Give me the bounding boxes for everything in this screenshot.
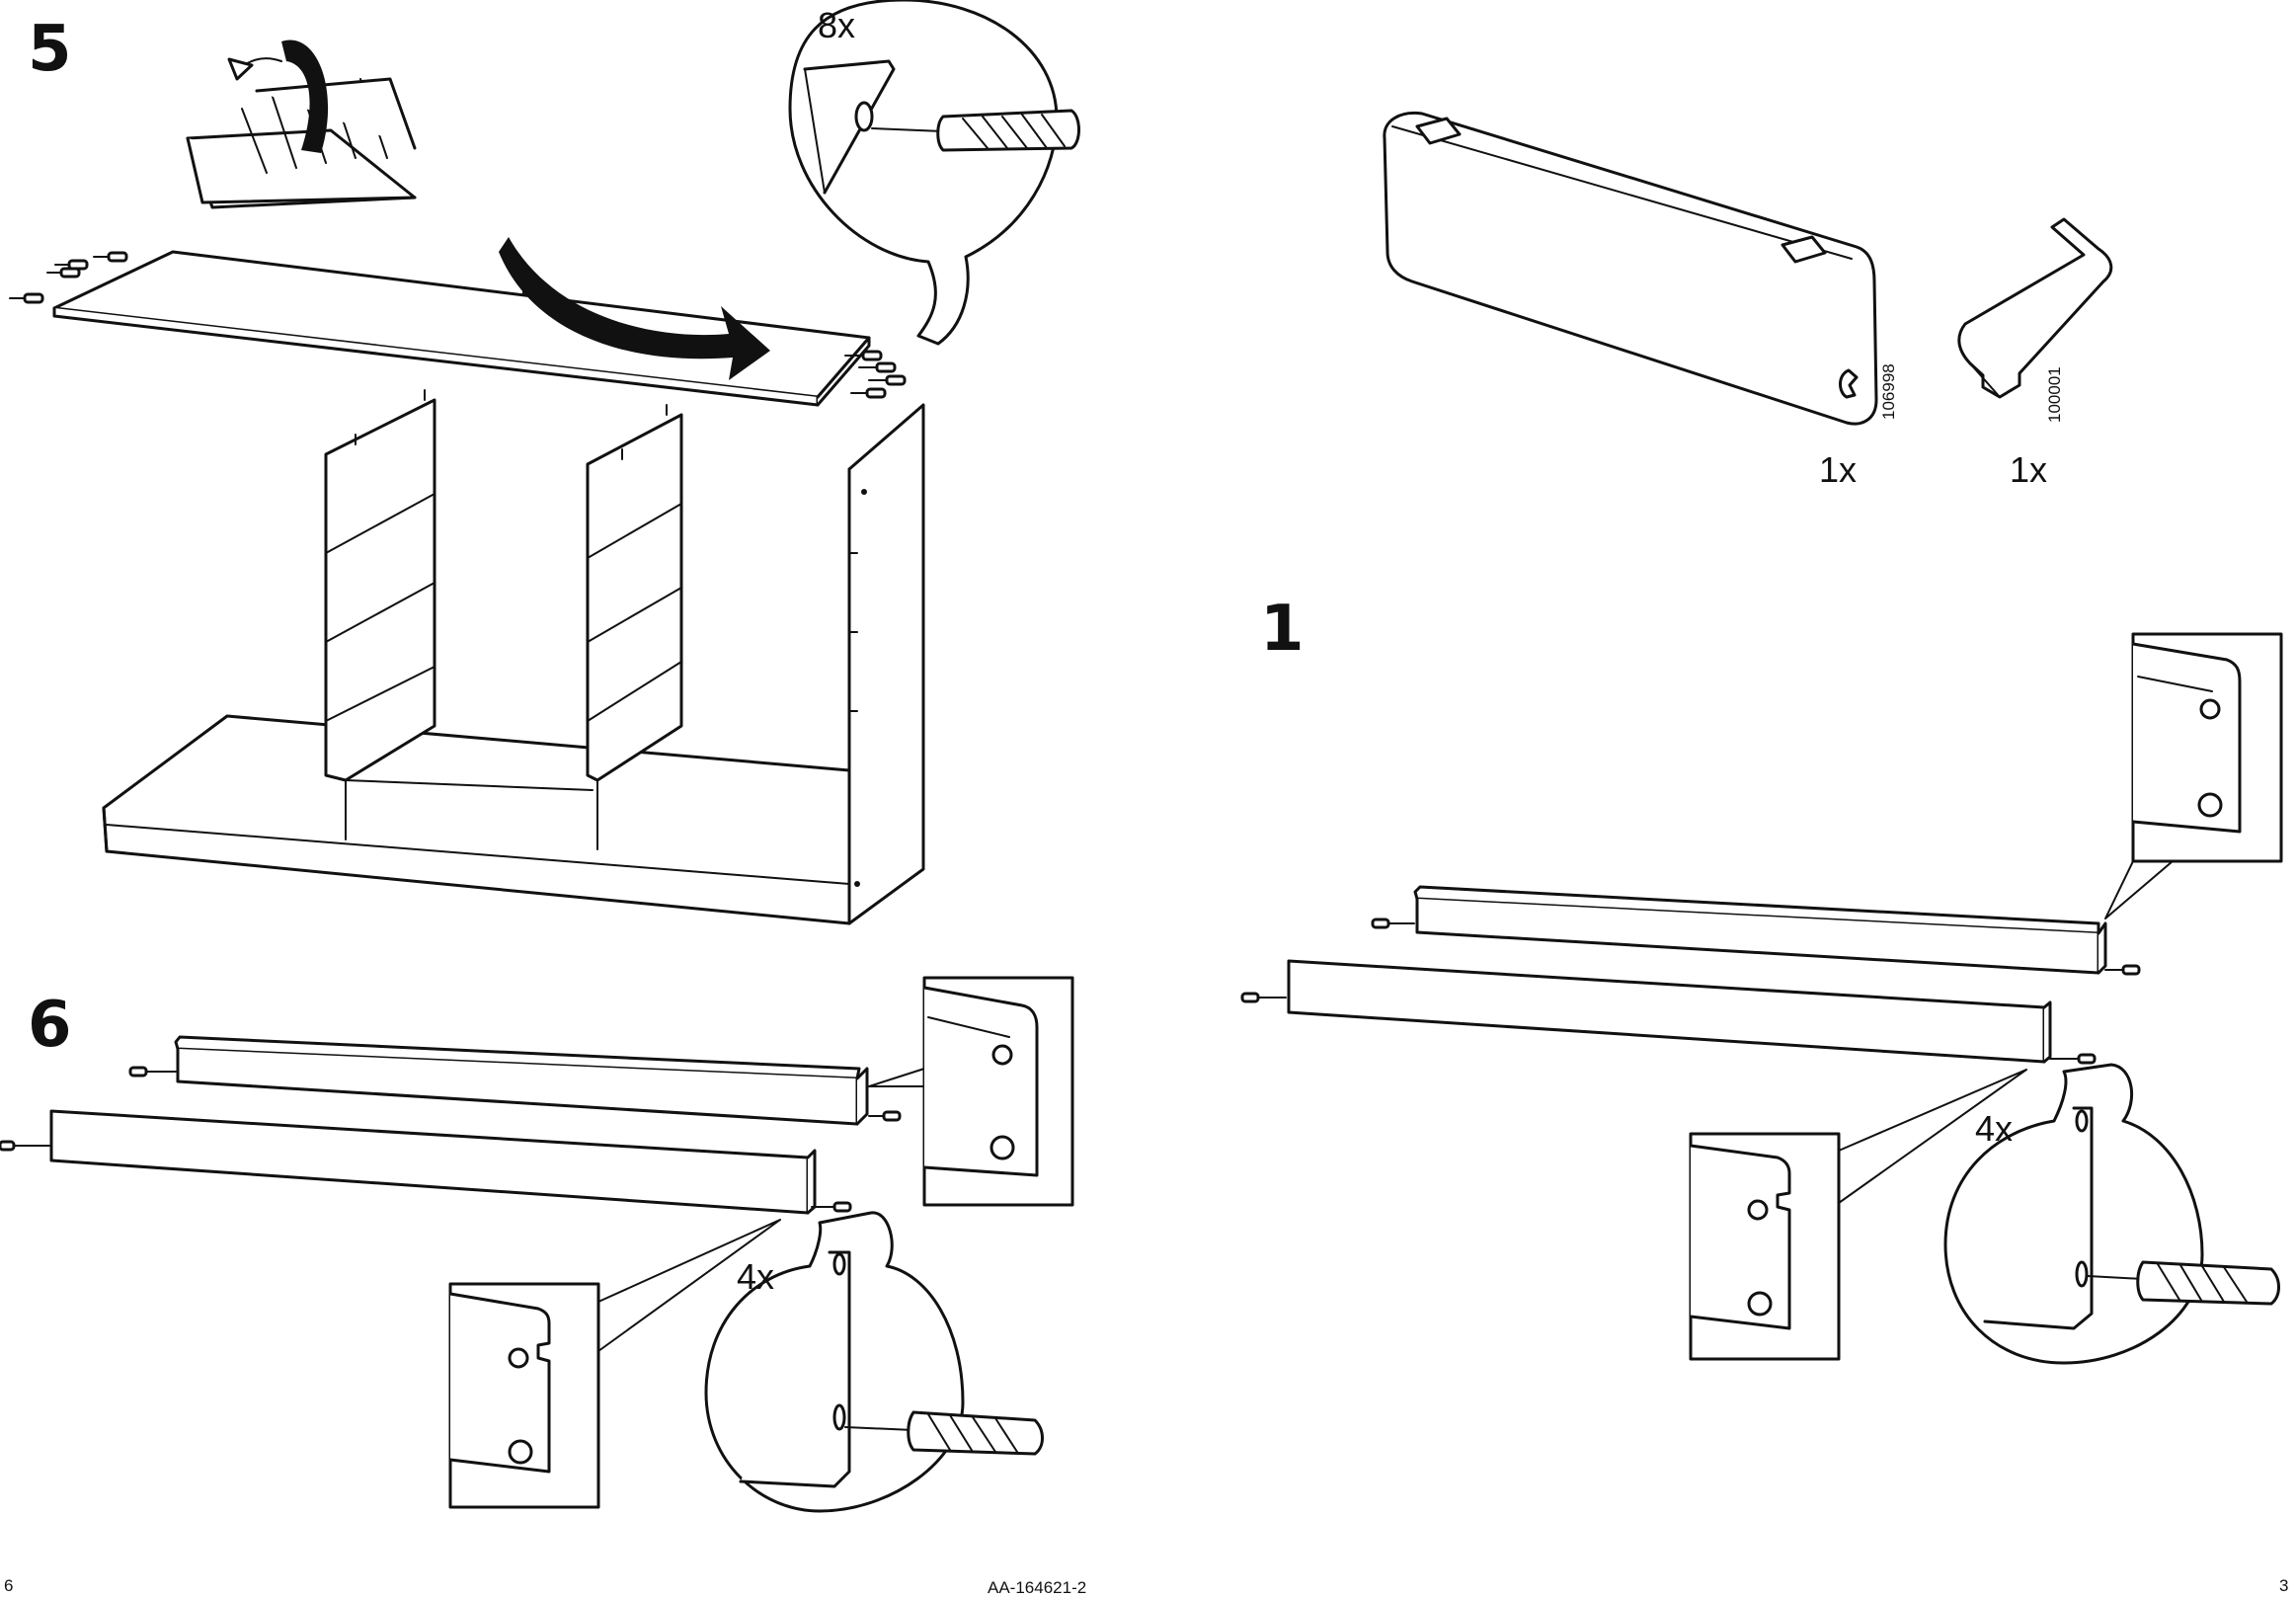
step6-rails xyxy=(0,1037,900,1213)
step1-rails xyxy=(1242,887,2139,1063)
step5-shelf-panel xyxy=(54,252,869,405)
step5-flip-icon xyxy=(188,40,415,207)
step5-dowel-zoom xyxy=(790,0,1079,344)
step5-cabinet-frame xyxy=(104,390,923,923)
allen-key-packaging xyxy=(1385,113,1876,424)
right-page-number: 3 xyxy=(2279,1576,2288,1596)
step1-rail-detail xyxy=(2105,634,2281,919)
step6-rail-detail xyxy=(869,978,1072,1205)
part-quantity-allen-key: 1x xyxy=(2010,452,2047,488)
step-1-dowel-quantity: 4x xyxy=(1975,1111,2013,1147)
document-code: AA-164621-2 xyxy=(988,1578,1086,1598)
step-5-number: 5 xyxy=(28,18,72,81)
part-code-allen-key-pack: 106998 xyxy=(1879,363,1899,420)
step-6-dowel-quantity: 4x xyxy=(737,1259,774,1295)
part-quantity-allen-key-pack: 1x xyxy=(1819,452,1857,488)
part-code-allen-key: 100001 xyxy=(2045,366,2065,423)
left-page-number: 6 xyxy=(4,1576,13,1596)
step-1-number: 1 xyxy=(1260,598,1305,661)
step-5-dowel-quantity: 8x xyxy=(818,8,855,43)
allen-key xyxy=(1959,219,2111,397)
step-6-number: 6 xyxy=(28,994,72,1057)
